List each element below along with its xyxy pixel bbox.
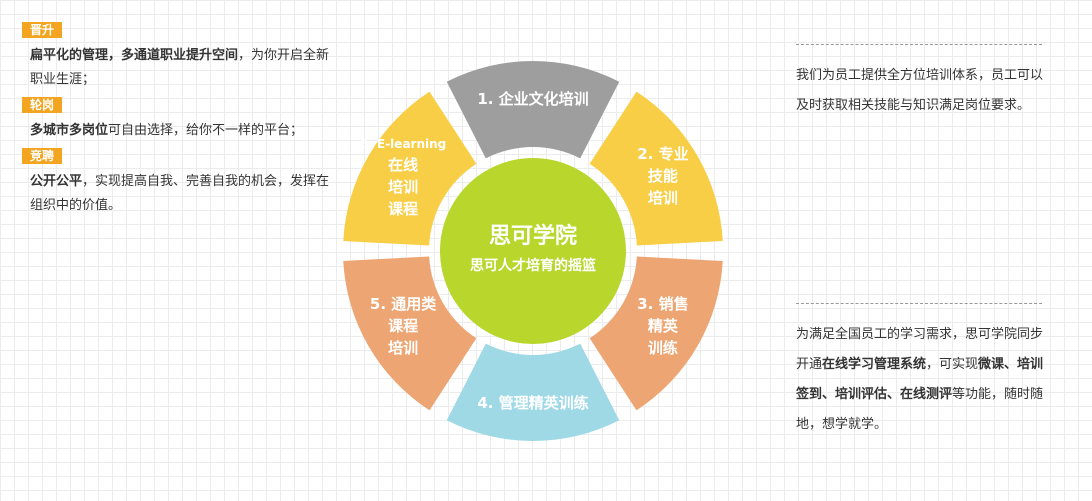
- center-subtitle: 思可人才培育的摇篮: [470, 257, 596, 274]
- competition-rest: ，实现提高自我、完善自我的机会，发挥在组织中的价值。: [30, 174, 330, 213]
- right-text-2-pre: 为满足全国员工的学习需求，思可学院同步开通: [796, 327, 1044, 372]
- section-competition: 竞聘 公开公平，实现提高自我、完善自我的机会，发挥在组织中的价值。: [22, 145, 342, 218]
- segment-6: [343, 91, 477, 246]
- right-block-1: 我们为员工提供全方位培训体系，员工可以及时获取相关技能与知识满足岗位要求。: [796, 44, 1051, 121]
- right-text-2-bold1: 在线学习管理系统: [822, 357, 927, 372]
- ring-labels: 1. 企业文化培训 2. 专业技能培训 3. 销售精英训练 4. 管理精英训练 5. 通…: [360, 90, 689, 412]
- segment-label-1: 1. 企业文化培训: [477, 90, 588, 108]
- segment-1: [446, 60, 620, 159]
- tag-competition: 竞聘: [22, 148, 63, 164]
- segment-3: [589, 256, 723, 411]
- right-text-2-mid: ，可实现: [926, 357, 979, 372]
- center-circle: [440, 158, 626, 344]
- segment-4: [446, 343, 620, 442]
- ring-segments: [343, 60, 723, 442]
- right-text-2-post: 等功能，随时随地，想学就学。: [796, 387, 1044, 432]
- tag-rotation: 轮岗: [22, 97, 63, 113]
- divider-1: [796, 44, 1042, 45]
- section-promotion: 晋升 扁平化的管理，多通道职业提升空间，为你开启全新职业生涯；: [22, 19, 342, 92]
- segment-label-4: 4. 管理精英训练: [477, 394, 588, 412]
- rotation-text: 多城市多岗位可自由选择，给你不一样的平台；: [30, 119, 342, 143]
- rotation-bold: 多城市多岗位: [30, 123, 109, 138]
- right-block-2: 为满足全国员工的学习需求，思可学院同步开通在线学习管理系统，可实现微课、培训签到…: [796, 303, 1051, 440]
- center-title: 思可学院: [489, 223, 577, 249]
- rotation-rest: 可自由选择，给你不一样的平台；: [108, 123, 304, 138]
- promotion-text: 扁平化的管理，多通道职业提升空间，为你开启全新职业生涯；: [30, 44, 342, 92]
- left-column: 晋升 扁平化的管理，多通道职业提升空间，为你开启全新职业生涯； 轮岗 多城市多岗…: [22, 19, 342, 220]
- segment-label-5: 5. 通用类课程培训: [370, 295, 437, 357]
- segment-2: [589, 91, 723, 246]
- promotion-bold: 扁平化的管理，多通道职业提升空间: [30, 48, 239, 63]
- segment-label-2: 2. 专业技能培训: [637, 145, 688, 207]
- segment-5: [343, 256, 477, 411]
- promotion-rest: ，为你开启全新职业生涯；: [30, 48, 330, 87]
- segment-label-3: 3. 销售精英训练: [637, 295, 688, 357]
- section-rotation: 轮岗 多城市多岗位可自由选择，给你不一样的平台；: [22, 94, 342, 143]
- right-text-2: 为满足全国员工的学习需求，思可学院同步开通在线学习管理系统，可实现微课、培训签到…: [796, 320, 1051, 440]
- competition-text: 公开公平，实现提高自我、完善自我的机会，发挥在组织中的价值。: [30, 170, 342, 218]
- divider-2: [796, 303, 1042, 304]
- competition-bold: 公开公平: [30, 174, 83, 189]
- tag-promotion: 晋升: [22, 22, 63, 38]
- right-text-1: 我们为员工提供全方位培训体系，员工可以及时获取相关技能与知识满足岗位要求。: [796, 68, 1044, 113]
- right-text-2-bold2: 微课、培训签到、培训评估、在线测评: [796, 357, 1044, 402]
